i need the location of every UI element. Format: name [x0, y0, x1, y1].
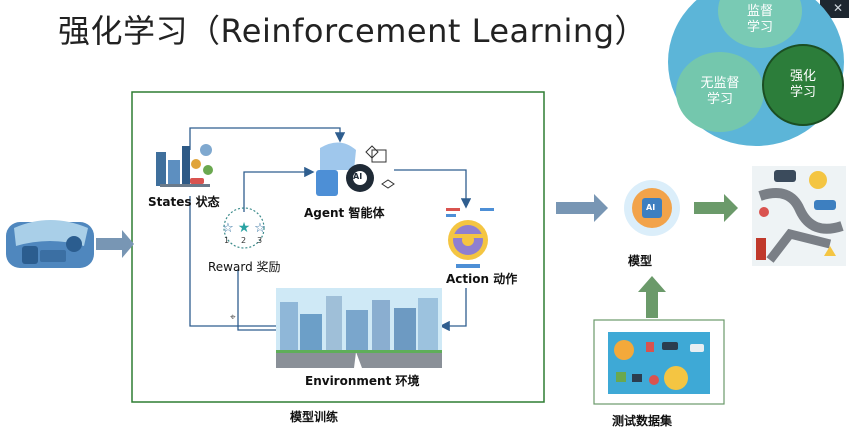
- close-icon: ✕: [832, 1, 844, 15]
- test-to-model-arrow: [638, 276, 666, 318]
- page-title: 强化学习（Reinforcement Learning）: [58, 12, 648, 50]
- states-label: States 状态: [148, 195, 220, 209]
- svg-text:☆: ☆: [222, 221, 234, 236]
- svg-text:★: ★: [238, 220, 251, 236]
- venn-supervised-line1: 监督: [746, 4, 773, 19]
- reward-step-1: 1: [224, 236, 230, 245]
- feedback-loop-lines: [189, 127, 472, 332]
- venn-supervised-line2: 学习: [746, 20, 773, 35]
- action-steering-wheel-icon: [446, 208, 494, 268]
- action-label: Action 动作: [446, 272, 518, 286]
- mouse-cursor-icon: ⌖: [230, 312, 236, 323]
- reward-stars-icon: ☆ ★ ☆: [222, 207, 266, 249]
- reward-step-3: 3: [257, 236, 263, 245]
- venn-unsupervised-line1: 无监督: [700, 76, 740, 91]
- learning-types-diagram: 监督 学习 无监督 学习 强化 学习: [668, 0, 849, 148]
- states-city-icon: [156, 144, 213, 187]
- test-data-image: [608, 332, 710, 394]
- environment-city-image: [276, 288, 442, 368]
- venn-reinforcement-circle: 强化 学习: [762, 44, 844, 126]
- training-to-model-arrow: [556, 194, 608, 222]
- model-ai-brain-icon: [624, 180, 680, 236]
- model-to-driving-arrow: [694, 194, 738, 222]
- test-data-caption: 测试数据集: [612, 414, 673, 428]
- model-label: 模型: [628, 254, 653, 268]
- venn-unsupervised-line2: 学习: [706, 92, 733, 107]
- environment-label: Environment 环境: [305, 374, 420, 388]
- agent-label: Agent 智能体: [304, 206, 385, 220]
- driving-map-illustration: [752, 166, 846, 266]
- venn-reinforcement-line1: 强化: [789, 69, 816, 84]
- reward-step-2: 2: [241, 236, 247, 245]
- agent-ai-chip-label: AI: [353, 172, 363, 181]
- reward-label: Reward 奖励: [208, 260, 281, 274]
- venn-unsupervised-circle: 无监督 学习: [676, 52, 764, 132]
- svg-text:☆: ☆: [254, 221, 266, 236]
- car-windshield-icon: [6, 220, 94, 268]
- venn-reinforcement-line2: 学习: [789, 85, 816, 100]
- training-frame: [131, 91, 545, 403]
- input-arrow: [96, 230, 134, 258]
- model-ai-chip-label: AI: [646, 203, 656, 212]
- training-caption: 模型训练: [290, 410, 339, 424]
- agent-robot-icon: [316, 142, 395, 196]
